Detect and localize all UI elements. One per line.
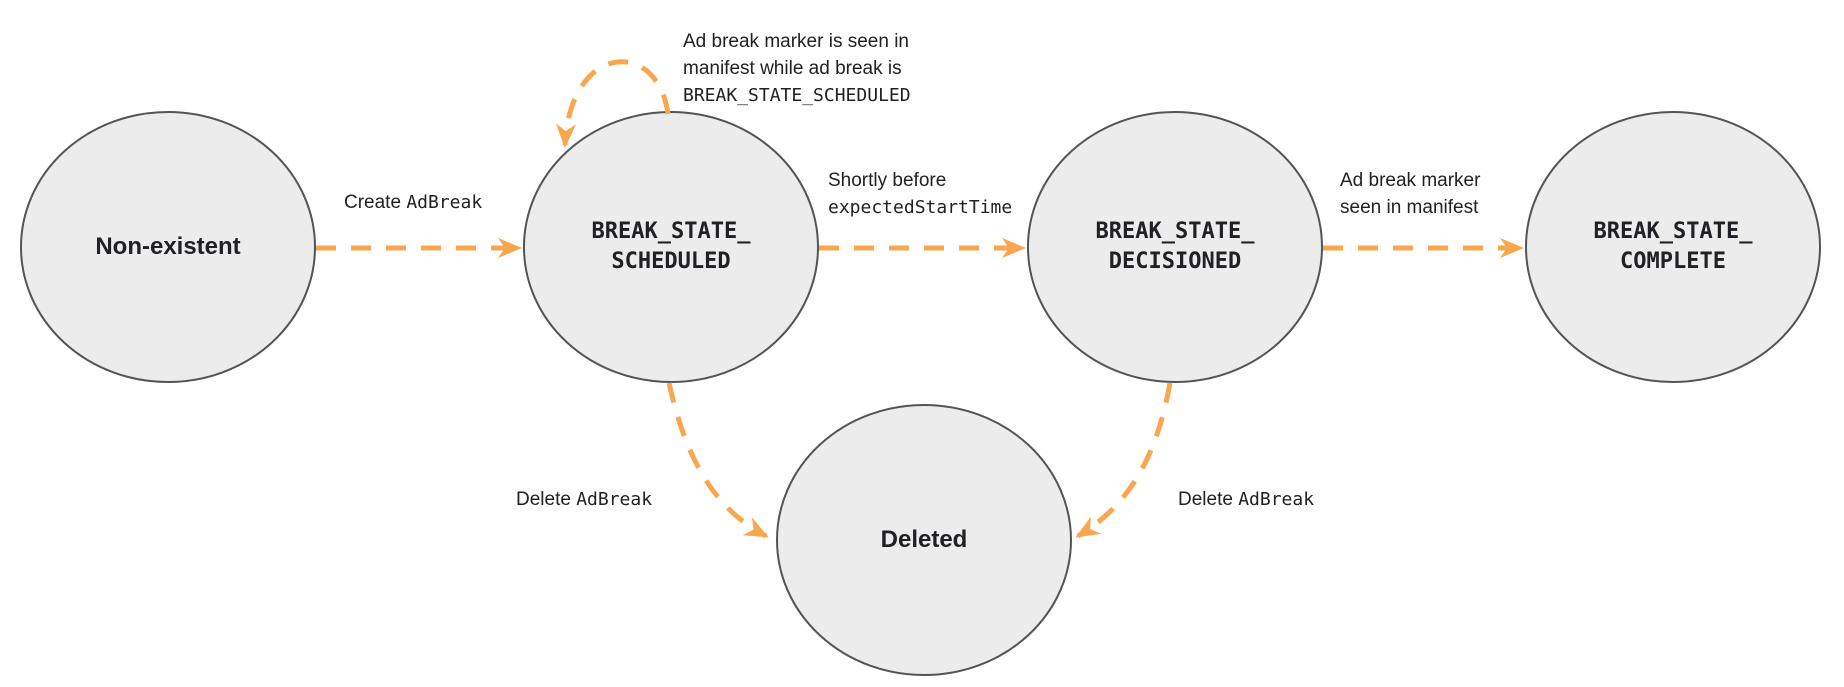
transition-arrow-self-loop	[556, 59, 671, 148]
state-label-decisioned-line1: BREAK_STATE_	[1095, 219, 1255, 244]
transition-label-self-loop: Ad break marker is seen in manifest whil…	[683, 28, 911, 109]
transition-label-delete-right-plain: Delete	[1178, 489, 1239, 510]
transition-arrow-delete-right	[1075, 382, 1173, 539]
transition-label-create-adbreak: Create AdBreak	[344, 189, 482, 216]
transition-label-delete-left-plain: Delete	[516, 489, 577, 510]
transition-label-delete-right: Delete AdBreak	[1178, 486, 1314, 513]
transition-label-create-code: AdBreak	[406, 192, 483, 213]
state-label-decisioned-line2: DECISIONED	[1108, 249, 1242, 274]
transition-label-marker-seen-line2: seen in manifest	[1340, 197, 1479, 218]
transition-label-create-plain: Create	[344, 192, 407, 213]
transition-arrow-delete-left	[666, 382, 769, 539]
transition-label-self-loop-code: BREAK_STATE_SCHEDULED	[683, 85, 911, 106]
state-node-non-existent	[20, 111, 316, 383]
state-label-deleted: Deleted	[881, 525, 968, 555]
state-label-deleted-text: Deleted	[880, 526, 968, 553]
state-label-break-state-scheduled: BREAK_STATE_ SCHEDULED	[592, 217, 751, 277]
state-node-deleted	[776, 404, 1072, 676]
state-label-scheduled-line2: SCHEDULED	[611, 249, 731, 274]
state-label-break-state-decisioned: BREAK_STATE_ DECISIONED	[1096, 217, 1255, 277]
transition-label-delete-left: Delete AdBreak	[516, 486, 652, 513]
state-label-scheduled-line1: BREAK_STATE_	[591, 219, 751, 244]
transition-label-self-loop-line2: manifest while ad break is	[683, 58, 902, 79]
transition-label-shortly-plain: Shortly before	[828, 170, 947, 191]
transition-label-marker-seen-line1: Ad break marker	[1340, 170, 1481, 191]
state-label-non-existent: Non-existent	[95, 232, 240, 262]
state-label-break-state-complete: BREAK_STATE_ COMPLETE	[1594, 217, 1753, 277]
state-label-complete-line1: BREAK_STATE_	[1593, 219, 1753, 244]
state-node-break-state-complete	[1525, 111, 1821, 383]
transition-label-delete-left-code: AdBreak	[576, 489, 653, 510]
state-label-complete-line2: COMPLETE	[1620, 249, 1726, 274]
transition-label-shortly-before: Shortly before expectedStartTime	[828, 167, 1012, 221]
state-node-break-state-decisioned	[1027, 111, 1323, 383]
state-label-non-existent-text: Non-existent	[95, 233, 241, 260]
state-node-break-state-scheduled	[523, 111, 819, 383]
transition-label-self-loop-line1: Ad break marker is seen in	[683, 31, 909, 52]
transition-label-shortly-code: expectedStartTime	[828, 197, 1013, 218]
transition-label-delete-right-code: AdBreak	[1238, 489, 1315, 510]
transition-label-marker-seen: Ad break marker seen in manifest	[1340, 167, 1480, 221]
